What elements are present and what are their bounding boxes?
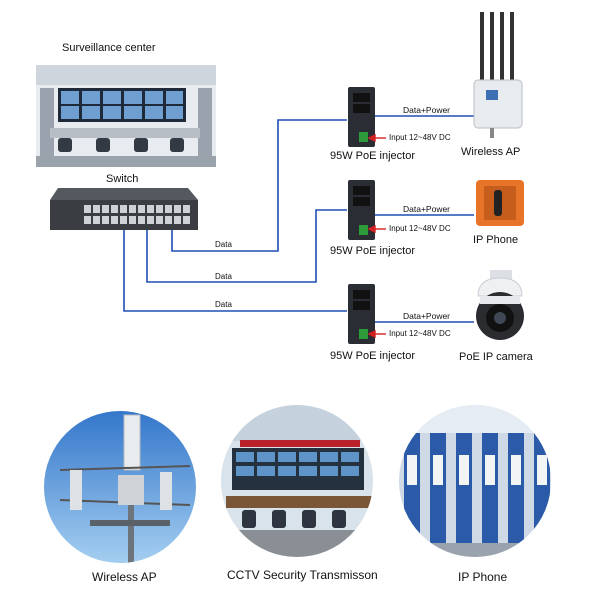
input-label-3: Input 12~48V DC	[389, 329, 451, 338]
data-power-label-2: Data+Power	[403, 204, 451, 214]
switch-port	[102, 205, 109, 213]
ip-camera-image	[476, 270, 524, 340]
switch-port	[111, 205, 118, 213]
injector-label-2: 95W PoE injector	[330, 245, 415, 257]
switch-port	[165, 205, 172, 213]
switch-port	[165, 216, 172, 224]
data-label-3: Data	[215, 300, 232, 309]
photo-wireless-ap	[44, 411, 196, 563]
wireless-ap-image	[473, 12, 523, 138]
data-link-1	[171, 119, 347, 252]
photo-cctv-room	[221, 405, 373, 557]
caption-wireless-ap: Wireless AP	[92, 570, 157, 584]
data-links	[123, 115, 474, 323]
caption-cctv: CCTV Security Transmisson	[227, 568, 378, 582]
data-label-1: Data	[215, 240, 232, 249]
switch-image	[50, 188, 198, 230]
switch-port	[84, 205, 91, 213]
switch-label: Switch	[106, 173, 139, 185]
input-label-2: Input 12~48V DC	[389, 224, 451, 233]
device-label-ip-camera: PoE IP camera	[459, 351, 533, 363]
ip-phone-image	[476, 180, 524, 226]
switch-port	[183, 216, 190, 224]
surveillance-center-label: Surveillance center	[62, 42, 156, 54]
photo-ip-phone-booths	[399, 405, 551, 557]
input-arrows	[367, 133, 386, 339]
data-power-label-3: Data+Power	[403, 311, 451, 321]
switch-port	[156, 216, 163, 224]
switch-port	[174, 216, 181, 224]
switch-port	[93, 205, 100, 213]
injector-label-3: 95W PoE injector	[330, 350, 415, 362]
switch-port	[174, 205, 181, 213]
caption-ip-phone: IP Phone	[458, 570, 508, 584]
switch-port	[84, 216, 91, 224]
switch-port	[183, 205, 190, 213]
switch-port	[156, 205, 163, 213]
switch-port	[138, 216, 145, 224]
switch-port	[102, 216, 109, 224]
injector-1-image	[348, 87, 375, 147]
device-label-ip-phone: IP Phone	[473, 234, 519, 246]
input-label-1: Input 12~48V DC	[389, 133, 451, 142]
injector-2-image	[348, 180, 375, 240]
switch-port	[111, 216, 118, 224]
data-label-2: Data	[215, 272, 232, 281]
surveillance-center-image	[36, 65, 216, 167]
switch-port	[93, 216, 100, 224]
data-link-3	[123, 230, 347, 312]
switch-port	[138, 205, 145, 213]
injector-label-1: 95W PoE injector	[330, 150, 415, 162]
switch-port	[147, 216, 154, 224]
data-link-2	[146, 209, 347, 283]
injector-3-image	[348, 284, 375, 344]
switch-port	[129, 205, 136, 213]
switch-port	[120, 205, 127, 213]
data-power-label-1: Data+Power	[403, 105, 451, 115]
switch-port	[147, 205, 154, 213]
device-label-wireless-ap: Wireless AP	[461, 146, 521, 158]
switch-port	[129, 216, 136, 224]
switch-port	[120, 216, 127, 224]
